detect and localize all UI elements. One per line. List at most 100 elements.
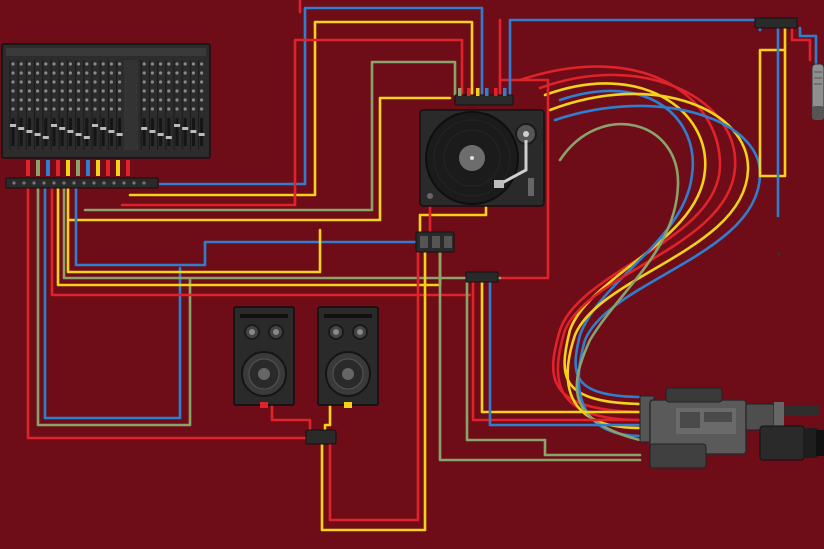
cable-yellow [418,202,488,238]
mixer-knob [27,89,31,93]
mixer-knob [85,80,89,84]
cable-blue [74,184,422,267]
cable-yellow [66,184,322,274]
mixer-fader [174,124,180,127]
mixer-knob [159,98,163,102]
mixer-knob [52,71,56,75]
mixer-knob [101,62,105,66]
cable-red [328,248,420,522]
cable-green [62,184,502,280]
mixer-fader [34,133,41,136]
mixing-console [1,43,211,189]
mixer-knob [36,62,40,66]
mixer-knob [93,107,97,111]
mixer-knob [52,98,56,102]
mixer-knob [167,98,171,102]
mixer-knob [85,62,89,66]
mixer-knob [175,107,179,111]
mixer-knob [109,107,113,111]
microphone [811,63,824,120]
speaker-right [317,306,379,408]
cable-red [538,73,737,422]
speakers [233,306,379,408]
mixer-knob [142,89,146,93]
mixer-knob [11,89,15,93]
mixer-knob [52,62,56,66]
mixer-knob [200,98,204,102]
mixer-knob [167,107,171,111]
cable-green [83,60,457,212]
mixer-fader [198,133,205,136]
junction-box [754,17,798,29]
mixer-knob [44,98,48,102]
mixer-knob [101,98,105,102]
mixer-jack-row [12,160,146,185]
mixer-knob [19,80,23,84]
mixer-knob [200,71,204,75]
mixer-knob [68,107,72,111]
mixer-knob [44,89,48,93]
mixer-knob [52,80,56,84]
mixer-knob [93,71,97,75]
cable-blue [798,26,818,72]
mixer-knob [150,89,154,93]
mixer-knob [150,98,154,102]
mixer-knob [52,89,56,93]
mixer-knob [77,98,81,102]
junction-box [465,271,499,283]
mixer-knob [68,71,72,75]
mixer-knob [11,107,15,111]
mixer-knob [191,80,195,84]
mixer-fader [165,136,172,139]
mixer-knob [36,80,40,84]
mixer-knob [36,71,40,75]
cable-blue [158,6,484,186]
mixer-knob [175,98,179,102]
mixer-knob [36,98,40,102]
mixer-knob [183,80,187,84]
mixer-fader [100,127,107,130]
mixer-fader [83,136,90,139]
mixer-knob [93,62,97,66]
mixer-knob [167,62,171,66]
mixer-knob [118,62,122,66]
mixer-knob [68,80,72,84]
cable-red [270,403,312,442]
cable-yellow [128,20,474,197]
mixer-knob [27,98,31,102]
mixer-knob [77,62,81,66]
mixer-fader [157,133,164,136]
mixer-knob [85,98,89,102]
decorative-dot [777,252,781,256]
mixer-knob [77,80,81,84]
cable-red [471,280,642,422]
mixer-knob [11,98,15,102]
mixer-knob [200,107,204,111]
mixer-knob [183,62,187,66]
mixer-knob [191,71,195,75]
mixer-knob [150,71,154,75]
mixer-knob [44,80,48,84]
mixer-fader [190,130,197,133]
mixer-knob [109,98,113,102]
mixer-fader [18,127,25,130]
cable-blue [553,104,762,438]
mixer-knob [11,71,15,75]
cable-red [518,65,722,414]
cable-red [120,38,464,207]
mixer-knob [167,89,171,93]
speaker-left [233,306,295,408]
mixer-knob [109,80,113,84]
mixer-knob [60,71,64,75]
cable-yellow [758,26,787,178]
cable-yellow [548,92,750,430]
mixer-knob [200,89,204,93]
mixer-knob [27,71,31,75]
mixer-knob [27,107,31,111]
mixer-knob [44,71,48,75]
mixer-knob [93,80,97,84]
mixer-knob [183,98,187,102]
cable-green [438,248,642,462]
mixer-knob [11,62,15,66]
mixer-knob [93,98,97,102]
